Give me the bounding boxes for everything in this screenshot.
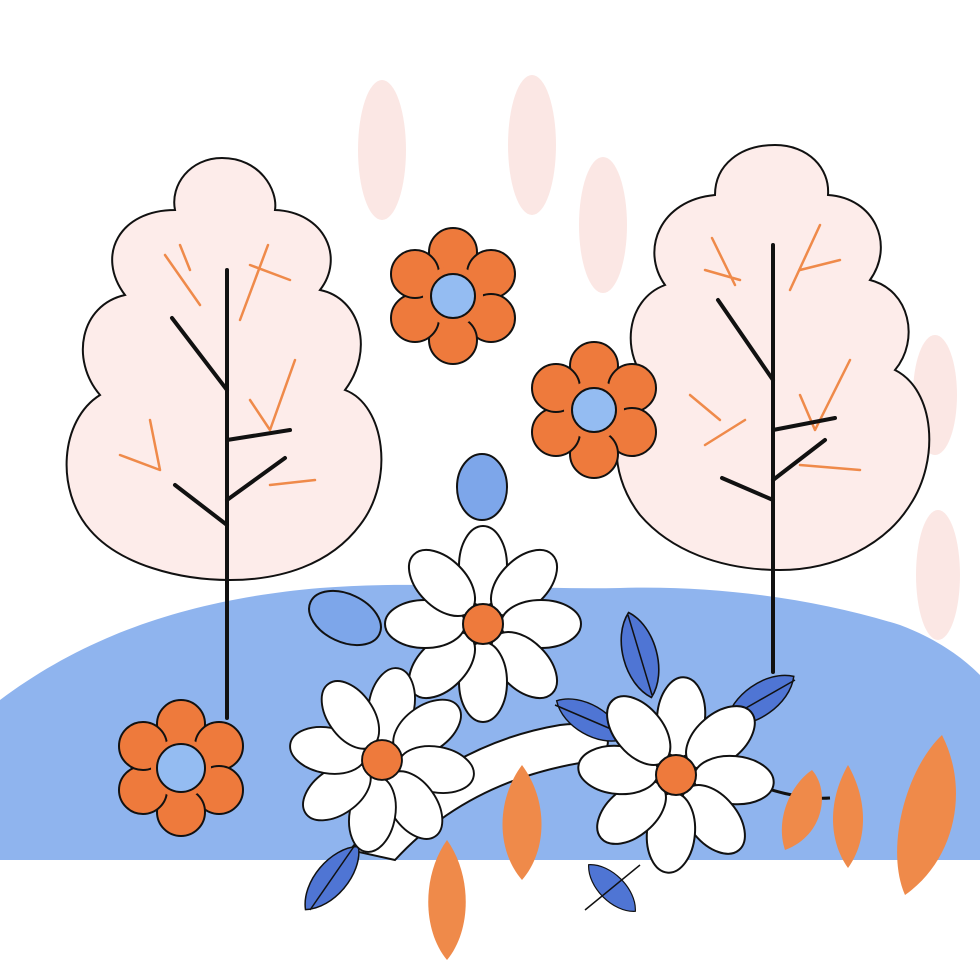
orange-flower-top (390, 227, 516, 365)
orange-flower-bottom-left (118, 699, 244, 837)
left-tree-foliage (65, 156, 383, 582)
falling-orange-leaves (428, 735, 956, 960)
right-tree-trunk (716, 243, 837, 674)
orange-flower-middle (531, 341, 657, 479)
daisy-right (575, 674, 777, 876)
floating-pink-leaves (358, 75, 960, 640)
left-tree-accent-branches (118, 243, 317, 487)
daisy-left (285, 663, 479, 857)
daisy-top (384, 525, 582, 723)
right-tree-accent-branches (688, 223, 862, 472)
left-tree-trunk (170, 268, 292, 720)
right-tree (615, 143, 931, 674)
left-tree (65, 156, 383, 720)
blue-buds (308, 453, 508, 647)
